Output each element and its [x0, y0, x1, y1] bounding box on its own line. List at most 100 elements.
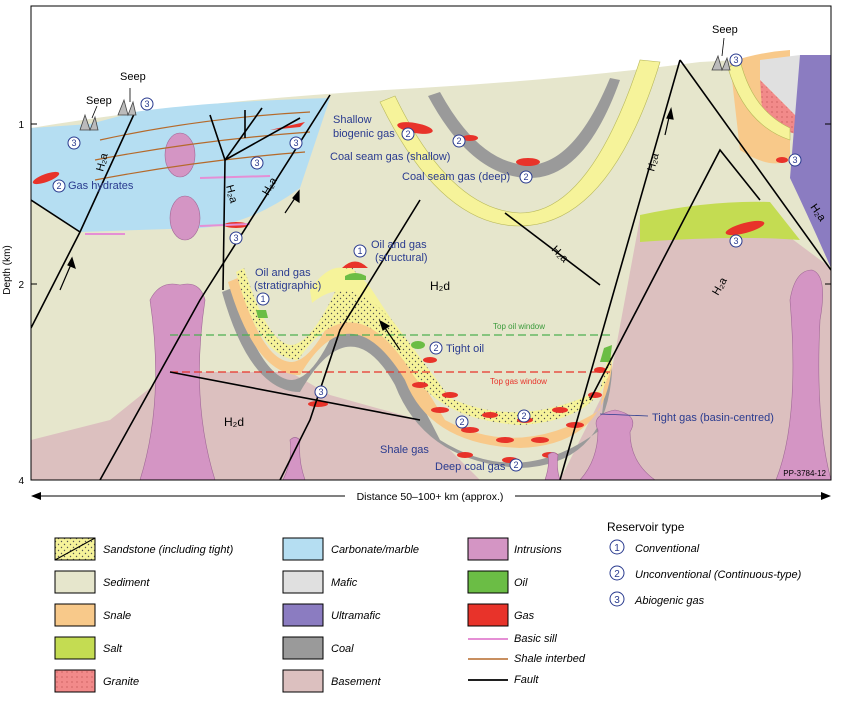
svg-text:Snale: Snale: [103, 610, 131, 622]
legend-item-basic-sill: Basic sill: [468, 633, 557, 645]
legend-item-salt: Salt: [54, 636, 123, 660]
svg-text:Sediment: Sediment: [103, 577, 150, 589]
svg-text:Mafic: Mafic: [331, 577, 358, 589]
svg-text:Shale interbed: Shale interbed: [514, 653, 586, 665]
svg-text:Gas: Gas: [514, 610, 535, 622]
basement-left: [31, 372, 480, 480]
legend-item-granite: Granite: [54, 669, 139, 693]
legend-item-coal: Coal: [282, 636, 354, 660]
mafic-right: [760, 55, 800, 120]
marker-icon: 3: [229, 231, 243, 245]
svg-text:2: 2: [56, 181, 61, 191]
svg-text:2: 2: [459, 417, 464, 427]
y-axis-title: Depth (km): [2, 245, 13, 294]
legend-item-fault: Fault: [468, 674, 539, 686]
legend-col1: Sandstone (including tight) Sediment Sna…: [54, 537, 234, 693]
marker-icon: 2: [517, 409, 531, 423]
marker-icon: 2: [452, 134, 466, 148]
marker-icon: 2: [455, 415, 469, 429]
marker-icon: 2: [509, 458, 523, 472]
marker-icon: 2: [429, 341, 443, 355]
label-coal-seam-deep: Coal seam gas (deep): [402, 171, 510, 183]
sandstone-lower: [236, 262, 612, 425]
label-tight-gas: Tight gas (basin-centred): [652, 412, 774, 424]
legend-item-ultramafic: Ultramafic: [282, 603, 381, 627]
fault-arrows: [59, 107, 674, 351]
marker-icon: 3: [250, 156, 264, 170]
x-axis: Distance 50–100+ km (approx.) PP-3784-12: [31, 469, 831, 504]
legend-item-basement: Basement: [282, 669, 381, 693]
sandstone-anticline-crest: [310, 267, 395, 325]
svg-text:2: 2: [513, 460, 518, 470]
svg-text:3: 3: [293, 138, 298, 148]
reservoir-item-conventional: 1 Conventional: [609, 539, 700, 555]
seep-left-label: Seep: [86, 95, 112, 107]
figure-id: PP-3784-12: [783, 469, 826, 478]
legend-item-oil: Oil: [467, 570, 528, 594]
legend-item-snale: Snale: [54, 603, 131, 627]
y-tick-2: 2: [18, 280, 24, 291]
marker-icon: 3: [140, 97, 154, 111]
svg-text:Intrusions: Intrusions: [514, 544, 562, 556]
label-shale-gas: Shale gas: [380, 444, 429, 456]
marker-icon: 3: [67, 136, 81, 150]
svg-text:2: 2: [614, 569, 620, 580]
label-coal-seam-shallow: Coal seam gas (shallow): [330, 151, 450, 163]
faults: [31, 59, 831, 480]
y-tick-1: 1: [18, 120, 24, 131]
label-top-gas-window: Top gas window: [490, 377, 547, 386]
marker-icon: 2: [401, 127, 415, 141]
seep-mid-label: Seep: [120, 71, 146, 83]
marker-icon: 3: [729, 234, 743, 248]
marker-icon: 2: [52, 179, 66, 193]
svg-text:3: 3: [614, 595, 620, 606]
svg-text:2: 2: [521, 411, 526, 421]
label-shallow-1: Shallow: [333, 114, 372, 126]
marker-icon: 1: [353, 244, 367, 258]
label-h2d-center: H₂d: [430, 279, 450, 293]
intrusions: [139, 132, 831, 480]
oil-accumulations: [256, 273, 612, 362]
reservoir-item-unconventional: 2 Unconventional (Continuous-type): [609, 565, 802, 581]
marker-icon: 1: [256, 292, 270, 306]
legend-col3: Intrusions Oil Gas Basic sill Shale inte…: [467, 537, 586, 686]
svg-text:3: 3: [318, 387, 323, 397]
label-oil-gas-strat-2: (stratigraphic): [254, 280, 321, 292]
marker-icon: 3: [729, 53, 743, 67]
svg-text:Abiogenic gas: Abiogenic gas: [634, 595, 705, 607]
sandstone-syncline-upper: [379, 59, 661, 227]
svg-text:3: 3: [733, 55, 738, 65]
granite-right: [760, 80, 800, 135]
label-shallow-2: biogenic gas: [333, 128, 395, 140]
svg-text:Coal: Coal: [331, 643, 354, 655]
legend-reservoir: Reservoir type 1 Conventional 2 Unconven…: [607, 520, 802, 607]
svg-text:3: 3: [144, 99, 149, 109]
svg-text:Basic sill: Basic sill: [514, 633, 557, 645]
label-h2a-1: H₂a: [94, 151, 111, 173]
svg-text:Carbonate/marble: Carbonate/marble: [331, 544, 419, 556]
svg-text:Salt: Salt: [103, 643, 123, 655]
label-oil-gas-structural-2: (structural): [375, 252, 428, 264]
label-oil-gas-strat-1: Oil and gas: [255, 267, 311, 279]
svg-text:Unconventional (Continuous-typ: Unconventional (Continuous-type): [635, 569, 802, 581]
sandstone-band-right: [727, 59, 791, 141]
marker-icon: 3: [788, 153, 802, 167]
salt-layer: [640, 201, 800, 242]
coal-syncline-upper: [428, 78, 620, 178]
seeps: [79, 37, 731, 132]
svg-text:1: 1: [357, 246, 362, 256]
ultramafic-right: [790, 55, 831, 268]
legend-item-intrusions: Intrusions: [467, 537, 562, 561]
svg-text:Basement: Basement: [331, 676, 381, 688]
x-axis-title: Distance 50–100+ km (approx.): [357, 491, 504, 503]
svg-text:2: 2: [405, 129, 410, 139]
svg-text:3: 3: [71, 138, 76, 148]
marker-icon: 2: [519, 170, 533, 184]
reservoir-markers: 3 2 3 3 3 3 2 2 2 1 1 2 3 2 2 2 3 3 3: [52, 53, 802, 472]
legend: Sandstone (including tight) Sediment Sna…: [54, 520, 802, 693]
legend-item-shale-interbed: Shale interbed: [468, 653, 586, 665]
basement-right: [560, 215, 831, 480]
label-oil-gas-structural-1: Oil and gas: [371, 239, 427, 251]
label-gas-hydrates: Gas hydrates: [68, 180, 134, 192]
svg-text:Granite: Granite: [103, 676, 139, 688]
